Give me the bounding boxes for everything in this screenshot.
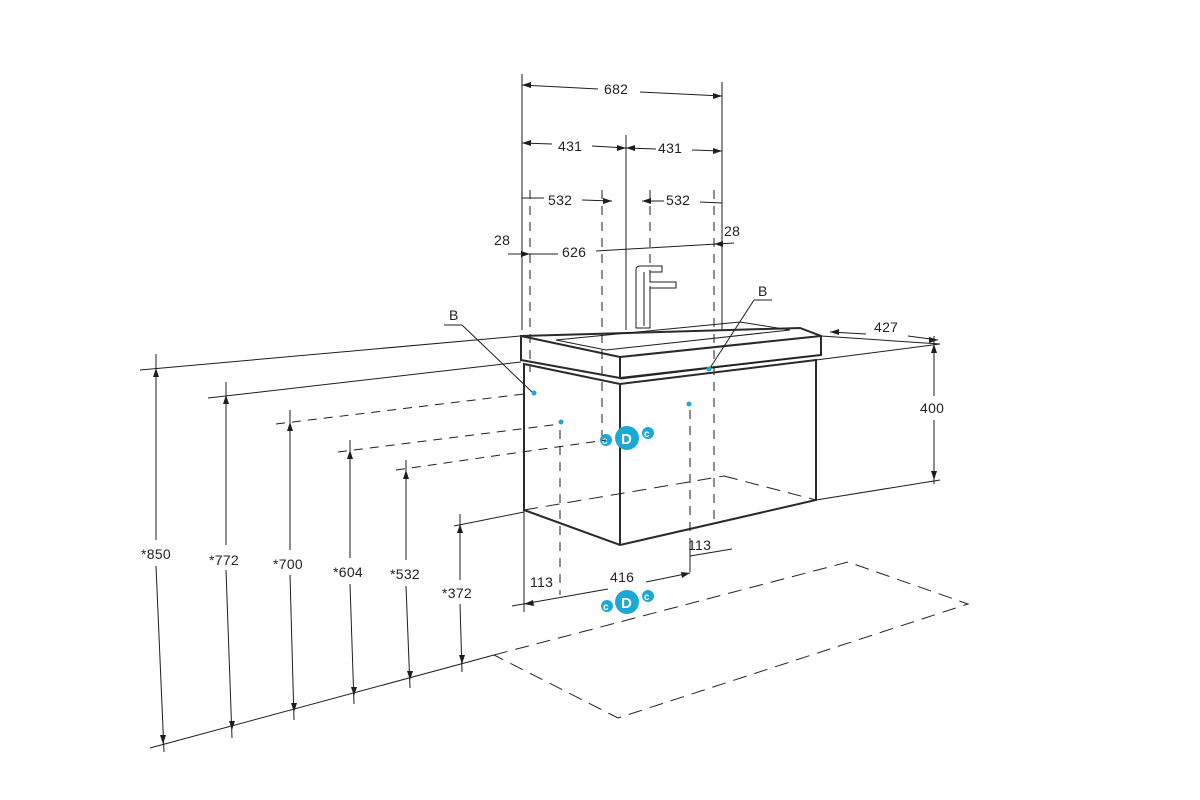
dim-431-right-label: 431 (658, 140, 682, 156)
height-700-label: *700 (273, 556, 303, 572)
height-dimensions (153, 354, 465, 753)
dimension-532-left: 532 (522, 192, 613, 208)
floor-plane (492, 561, 970, 719)
dimension-bottom: 113 416 113 (511, 510, 733, 612)
height-772-label: *772 (209, 552, 239, 568)
height-604-label: *604 (333, 564, 363, 580)
callout-b-right: B (706, 283, 772, 372)
cold-marker-floor: c (603, 602, 609, 613)
dim-532-left-label: 532 (548, 192, 572, 208)
dimension-431-right: 431 (625, 140, 723, 156)
callout-left-label: B (449, 307, 459, 323)
dim-682-label: 682 (604, 81, 628, 97)
dimension-431-left: 431 (521, 138, 627, 154)
drain-marker-upper: D (621, 431, 632, 448)
drain-marker-floor: D (621, 595, 632, 612)
height-reference-lines (139, 335, 607, 749)
dimension-682: 682 (521, 81, 723, 99)
cold-marker-upper: c (602, 436, 608, 447)
hot-marker-upper: c (644, 429, 650, 440)
dim-400-label: 400 (920, 400, 944, 416)
dim-28-left-label: 28 (494, 232, 510, 248)
connections-wall: c D c (558, 401, 692, 450)
dimension-427: 427 (820, 319, 941, 345)
height-850-label: *850 (141, 546, 171, 562)
basin (520, 321, 822, 380)
dim-626-label: 626 (562, 244, 586, 260)
extension-lines-top (521, 74, 723, 520)
height-532-label: *532 (390, 566, 420, 582)
height-372-label: *372 (442, 585, 472, 601)
dimension-400: 400 (815, 336, 944, 501)
dim-113-left-label: 113 (530, 574, 553, 590)
height-labels: *850 *772 *700 *604 *532 *372 (141, 546, 472, 601)
cabinet (523, 355, 817, 595)
dim-28-right-label: 28 (724, 223, 740, 239)
dim-431-left-label: 431 (558, 138, 582, 154)
callout-right-label: B (758, 283, 768, 299)
dim-416-label: 416 (610, 569, 634, 585)
faucet (635, 265, 677, 329)
dim-532-right-label: 532 (666, 192, 690, 208)
dimension-626: 28 626 28 (494, 223, 740, 260)
dimension-532-right: 532 (642, 192, 723, 208)
hot-marker-floor: c (644, 592, 650, 603)
connections-floor: c D c (601, 590, 654, 614)
dim-427-label: 427 (874, 319, 898, 335)
dim-113-right-label: 113 (688, 537, 711, 553)
callout-b-left: B (444, 307, 537, 396)
